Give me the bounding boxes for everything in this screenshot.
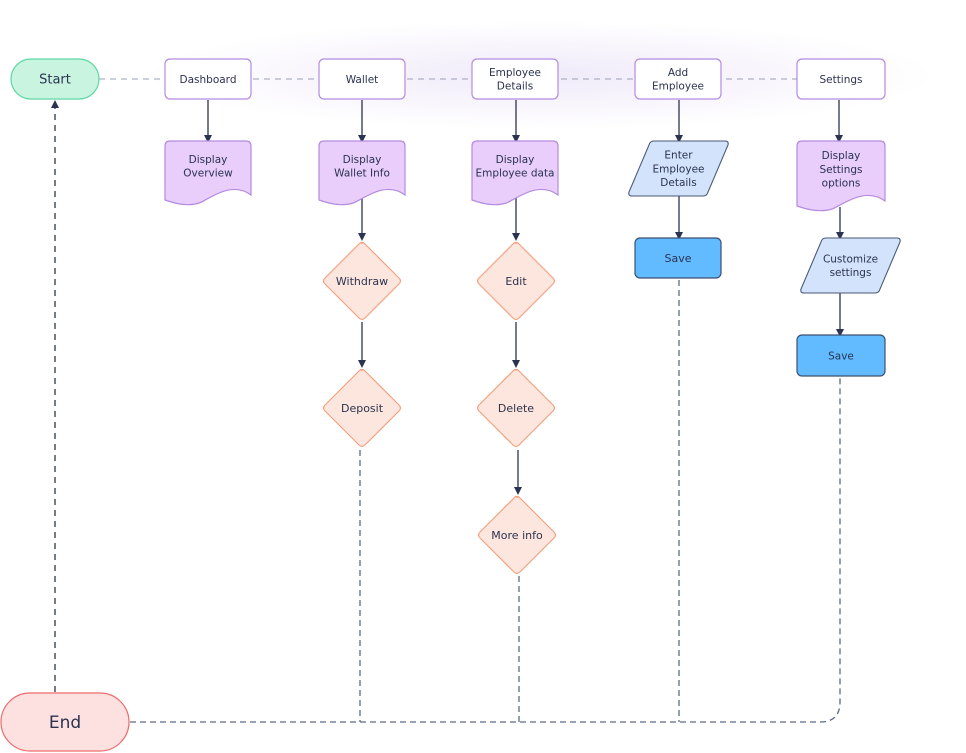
save-settings-label: Save (828, 350, 854, 362)
settings-label: Settings (819, 74, 862, 86)
save-employee-process[interactable]: Save (634, 237, 722, 279)
dashboard-label: Dashboard (180, 74, 237, 86)
withdraw-label: Withdraw (336, 275, 388, 288)
save-settings-process[interactable]: Save (796, 334, 886, 377)
dashboard-process[interactable]: Dashboard (164, 58, 252, 100)
delete-label: Delete (498, 402, 534, 415)
withdraw-decision[interactable]: Withdraw (322, 241, 402, 321)
edit-decision[interactable]: Edit (476, 241, 556, 321)
save-employee-label: Save (664, 252, 691, 265)
deposit-label: Deposit (341, 402, 384, 415)
wallet-process[interactable]: Wallet (318, 58, 406, 100)
wallet-label: Wallet (346, 74, 379, 86)
more-info-decision[interactable]: More info (477, 495, 557, 575)
deposit-decision[interactable]: Deposit (322, 368, 402, 448)
settings-process[interactable]: Settings (796, 58, 886, 100)
delete-decision[interactable]: Delete (476, 368, 556, 448)
edit-label: Edit (505, 275, 527, 288)
start-label: Start (39, 73, 71, 88)
start-terminal[interactable]: Start (10, 58, 100, 100)
more-info-label: More info (491, 529, 543, 542)
dashed-connector (130, 378, 841, 723)
end-label: End (49, 713, 81, 733)
end-terminal[interactable]: End (0, 692, 130, 752)
